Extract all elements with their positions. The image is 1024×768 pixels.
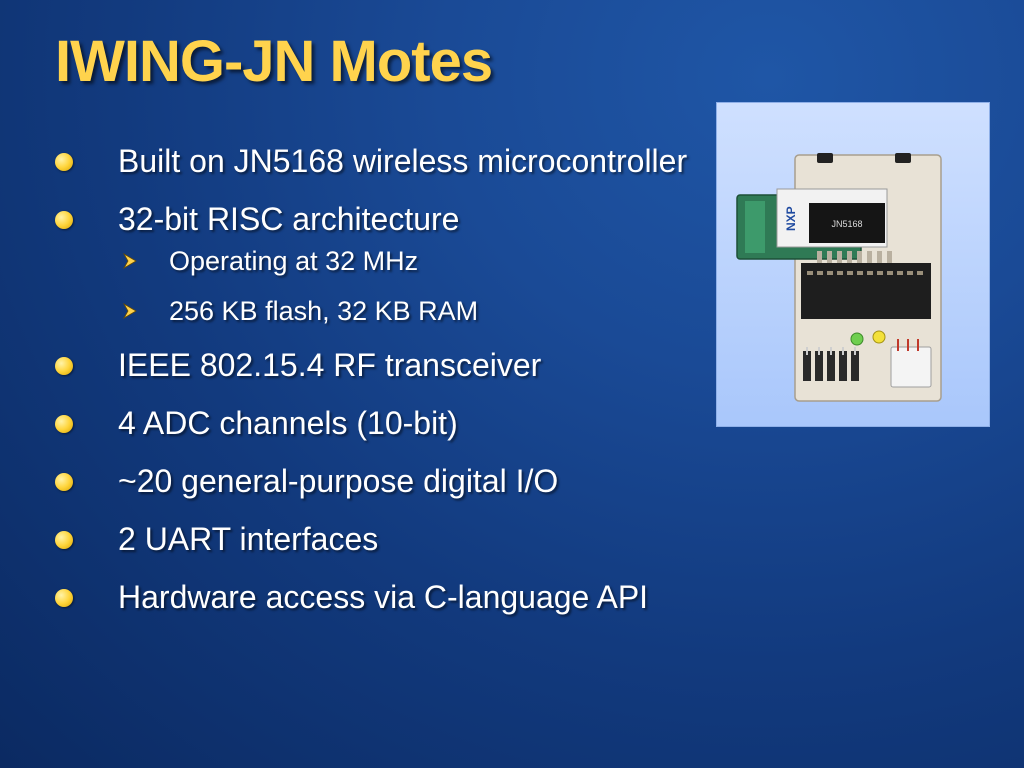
bullet-item: 4 ADC channels (10-bit) bbox=[55, 402, 705, 445]
bullet-dot-icon bbox=[55, 357, 73, 375]
bullet-item: ~20 general-purpose digital I/O bbox=[55, 460, 705, 503]
arrow-bullet-icon bbox=[122, 252, 137, 270]
bullet-text: Hardware access via C-language API bbox=[118, 579, 649, 615]
bullet-item: Hardware access via C-language API bbox=[55, 576, 705, 619]
module-label: JN5168 bbox=[831, 219, 862, 229]
sub-bullet-item: Operating at 32 MHz bbox=[118, 243, 705, 279]
sub-bullet-text: 256 KB flash, 32 KB RAM bbox=[169, 296, 479, 326]
bullet-list: Built on JN5168 wireless microcontroller… bbox=[55, 140, 705, 634]
mote-photo: NXP JN5168 bbox=[716, 102, 990, 427]
bullet-item: 32-bit RISC architecture Operating at 32… bbox=[55, 198, 705, 329]
arrow-bullet-icon bbox=[122, 302, 137, 320]
slide-title: IWING-JN Motes bbox=[55, 29, 493, 94]
bullet-text: Built on JN5168 wireless microcontroller bbox=[118, 143, 688, 179]
bullet-dot-icon bbox=[55, 415, 73, 433]
bullet-dot-icon bbox=[55, 211, 73, 229]
bullet-dot-icon bbox=[55, 473, 73, 491]
bullet-text: 4 ADC channels (10-bit) bbox=[118, 405, 458, 441]
bullet-item: 2 UART interfaces bbox=[55, 518, 705, 561]
sub-bullet-list: Operating at 32 MHz 256 KB flash, 32 KB … bbox=[118, 243, 705, 329]
bullet-text: 32-bit RISC architecture bbox=[118, 201, 460, 237]
bullet-item: IEEE 802.15.4 RF transceiver bbox=[55, 344, 705, 387]
bullet-item: Built on JN5168 wireless microcontroller bbox=[55, 140, 705, 183]
bullet-text: IEEE 802.15.4 RF transceiver bbox=[118, 347, 542, 383]
sub-bullet-item: 256 KB flash, 32 KB RAM bbox=[118, 293, 705, 329]
bullet-text: ~20 general-purpose digital I/O bbox=[118, 463, 559, 499]
bullet-dot-icon bbox=[55, 589, 73, 607]
bullet-dot-icon bbox=[55, 531, 73, 549]
module-logo: NXP bbox=[784, 206, 798, 231]
mote-board-illustration: NXP JN5168 bbox=[736, 153, 942, 402]
bullet-dot-icon bbox=[55, 153, 73, 171]
sub-bullet-text: Operating at 32 MHz bbox=[169, 246, 419, 276]
bullet-text: 2 UART interfaces bbox=[118, 521, 379, 557]
